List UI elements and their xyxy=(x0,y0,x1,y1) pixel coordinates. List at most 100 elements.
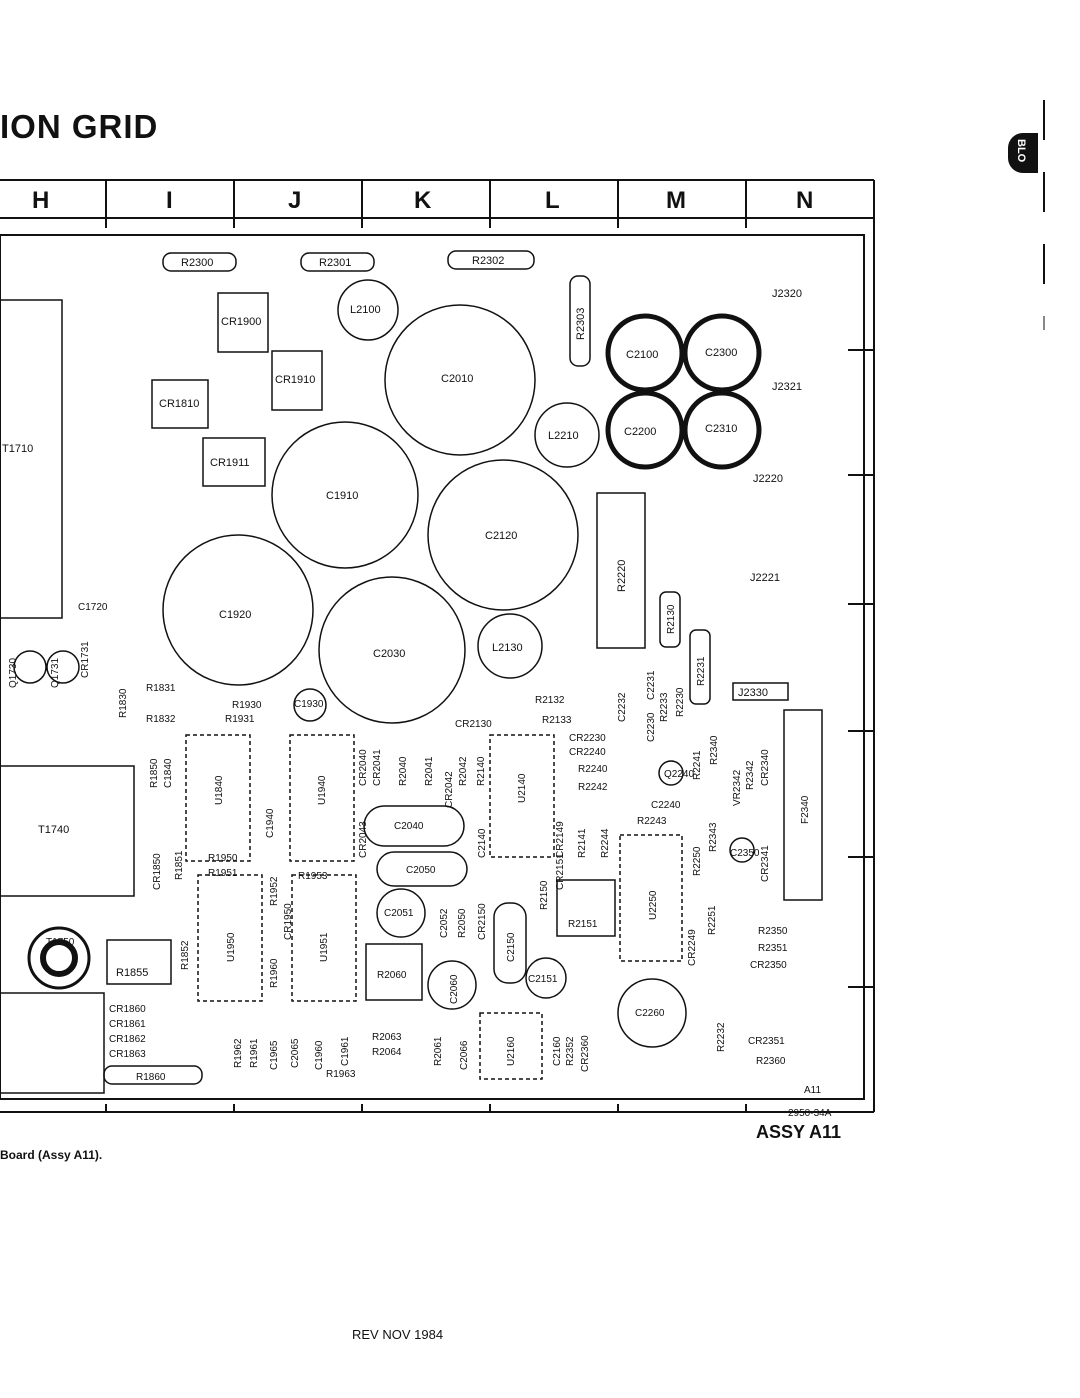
component-label: CR1862 xyxy=(109,1034,146,1045)
assembly-label: ASSY A11 xyxy=(756,1122,842,1142)
section-tab: BLO xyxy=(1008,133,1038,173)
component-label: F2340 xyxy=(800,795,811,824)
component-label: R1830 xyxy=(118,688,129,718)
component-label: CR2240 xyxy=(569,747,606,758)
component-label: T1710 xyxy=(2,443,33,455)
component-label: R2133 xyxy=(542,715,572,726)
component-label: CR2041 xyxy=(372,749,383,786)
component-label: C1960 xyxy=(314,1040,325,1070)
component-label: R1961 xyxy=(249,1038,260,1068)
component-label: CR2040 xyxy=(358,749,369,786)
component-label: CR1950 xyxy=(283,903,294,940)
component-label: R2230 xyxy=(675,687,686,717)
component-label: R2302 xyxy=(472,255,504,267)
component-label: CR1900 xyxy=(221,316,261,328)
component-label: CR2351 xyxy=(748,1036,785,1047)
component-label: CR2350 xyxy=(750,960,787,971)
component-label: CR1910 xyxy=(275,374,315,386)
component-label: R2352 xyxy=(565,1036,576,1066)
component-label: R2220 xyxy=(616,560,628,592)
component-label: R1952 xyxy=(269,876,280,906)
component-label: R2140 xyxy=(476,756,487,786)
column-label: M xyxy=(666,187,686,214)
figure-caption: Board (Assy A11). xyxy=(0,1148,103,1162)
component-label: CR2249 xyxy=(687,929,698,966)
component-label: R2064 xyxy=(372,1047,402,1058)
revision-label: REV NOV 1984 xyxy=(352,1327,444,1342)
component-label: U2140 xyxy=(517,773,528,803)
column-label: K xyxy=(414,187,432,214)
component-label: R1950 xyxy=(208,853,238,864)
component-label: R1951 xyxy=(208,868,238,879)
component-label: R2151 xyxy=(568,919,598,930)
component-label: C2150 xyxy=(506,932,517,962)
component-label: U1940 xyxy=(317,775,328,805)
page-title: ION GRID xyxy=(0,108,159,145)
component-label: C1840 xyxy=(163,758,174,788)
component-label: C2350 xyxy=(730,848,760,859)
component-label: R2241 xyxy=(692,750,703,780)
component-label: CR2042 xyxy=(444,771,455,808)
component-label: Q1730 xyxy=(8,658,19,688)
component-labels: R2300 R2301 R2302 R2303 L2100 CR1900 CR1… xyxy=(2,255,821,1096)
component-label: L2100 xyxy=(350,304,381,316)
component-label: CR1911 xyxy=(210,457,250,469)
component-label: R1963 xyxy=(326,1069,356,1080)
component-label: C2140 xyxy=(477,828,488,858)
component-label: C2151 xyxy=(528,974,558,985)
component-label: U1950 xyxy=(226,932,237,962)
component-label: C2231 xyxy=(646,670,657,700)
component-label: CR2340 xyxy=(760,749,771,786)
component-label: CR2341 xyxy=(760,845,771,882)
component-label: R2244 xyxy=(600,828,611,858)
component-label: R2132 xyxy=(535,695,565,706)
component-label: R1855 xyxy=(116,967,148,979)
component-label: U1951 xyxy=(319,932,330,962)
component-label: C2310 xyxy=(705,423,737,435)
component-label: CR1861 xyxy=(109,1019,146,1030)
component-label: R1850 xyxy=(149,758,160,788)
component-label: R2231 xyxy=(696,656,707,686)
component-label: C1910 xyxy=(326,490,358,502)
component-label: C2050 xyxy=(406,865,436,876)
component-label: R1930 xyxy=(232,700,262,711)
component-label: R2042 xyxy=(458,756,469,786)
component-label: R2050 xyxy=(457,908,468,938)
component-label: R2340 xyxy=(709,735,720,765)
component-label: R2351 xyxy=(758,943,788,954)
component-label: R2240 xyxy=(578,764,608,775)
component-label: R1851 xyxy=(174,850,185,880)
component-label: R1962 xyxy=(233,1038,244,1068)
component-label: R2303 xyxy=(575,308,587,340)
component-label: C1720 xyxy=(78,602,108,613)
component-label: C2120 xyxy=(485,530,517,542)
component-label: C1965 xyxy=(269,1040,280,1070)
component-label: C1940 xyxy=(265,808,276,838)
column-label: J xyxy=(288,187,301,214)
component-label: R2301 xyxy=(319,257,351,269)
component-label: R2243 xyxy=(637,816,667,827)
drawing-number: 2950-34A xyxy=(788,1108,832,1119)
component-label: L2210 xyxy=(548,430,579,442)
component-label: C1930 xyxy=(294,699,324,710)
component-label: J2330 xyxy=(738,687,768,699)
component-label: CR1810 xyxy=(159,398,199,410)
component-label: C2060 xyxy=(449,974,460,1004)
component-label: U2160 xyxy=(506,1036,517,1066)
component-label: R2150 xyxy=(539,880,550,910)
component-label: C2030 xyxy=(373,648,405,660)
column-label: L xyxy=(545,187,560,214)
column-labels: H I J K L M N xyxy=(32,187,813,214)
board-label: A11 xyxy=(804,1085,821,1096)
component-label: R1953 xyxy=(298,871,328,882)
column-label: I xyxy=(166,187,173,214)
component-label: U2250 xyxy=(648,890,659,920)
transformer-t1740 xyxy=(0,765,135,897)
component-label: CR1863 xyxy=(109,1049,146,1060)
component-label: J2320 xyxy=(772,288,802,300)
component-label: CR2360 xyxy=(580,1035,591,1072)
component-label: J2321 xyxy=(772,381,802,393)
component-label: C2260 xyxy=(635,1008,665,1019)
component-label: R2141 xyxy=(577,828,588,858)
